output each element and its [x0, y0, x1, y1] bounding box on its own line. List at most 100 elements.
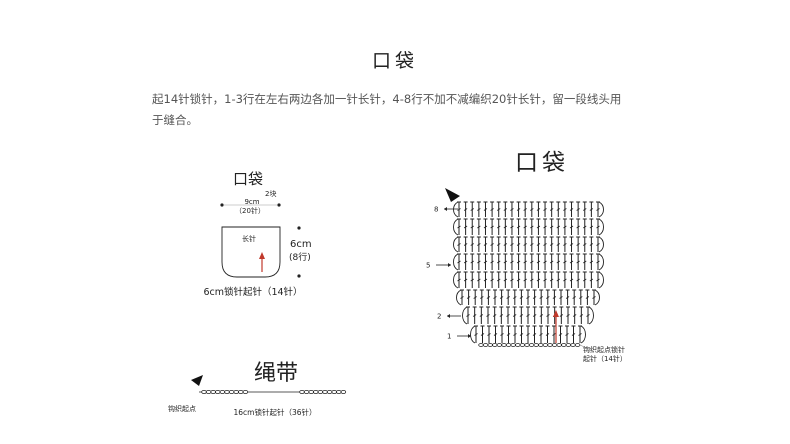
stitch-cross-bar: [543, 243, 547, 246]
foundation-chain-stitch: [561, 343, 567, 347]
stitch-cross-bar: [536, 243, 541, 246]
stitch-cross-bar: [556, 208, 561, 211]
chart-start-arrow: [445, 188, 460, 202]
stitch-cross-bar: [589, 260, 594, 264]
stitch-cross-bar: [566, 314, 570, 317]
stitch-cross-bar: [539, 296, 543, 299]
turning-chain-left: [453, 271, 459, 289]
stitch-cross-bar: [500, 333, 504, 336]
chart-rows: [453, 201, 604, 347]
stitch-cross-bar: [510, 225, 514, 229]
stitch-cross-bar: [496, 225, 501, 229]
stitch-cross-bar: [460, 296, 464, 299]
turning-chain-right: [598, 218, 604, 236]
stitch-cross-bar: [499, 314, 504, 317]
stitch-cross-bar: [473, 296, 477, 299]
foundation-chain-stitch: [574, 343, 581, 347]
stitch-cross-bar: [596, 208, 600, 211]
foundation-chain-stitch: [533, 343, 539, 347]
stitch-cross-bar: [543, 278, 547, 282]
stitch-cross-bar: [477, 260, 481, 264]
stitch-cross-bar: [536, 208, 541, 211]
stitch-cross-bar: [519, 296, 524, 299]
stitch-cross-bar: [486, 296, 491, 299]
foundation-chain-stitch: [570, 343, 576, 347]
stitch-cross-bar: [565, 296, 570, 299]
chart-direction-arrow-head: [553, 310, 559, 317]
stitch-cross-bar: [523, 243, 527, 246]
chain-stitch: [219, 389, 226, 394]
stitch-cross-bar: [506, 314, 510, 317]
stitch-cross-bar: [457, 260, 461, 264]
stitch-cross-bar: [496, 278, 501, 282]
chart-row: [453, 271, 604, 289]
strap-start-arrow: [191, 375, 203, 386]
stitch-cross-bar: [463, 208, 468, 211]
stitch-cross-bar: [576, 243, 580, 246]
chart-start-label-2: 起针（14针）: [583, 354, 627, 363]
chain-start-label: 6cm锁针起针（14针）: [203, 286, 302, 298]
stitch-cross-bar: [556, 278, 561, 282]
stitch-cross-bar: [490, 243, 494, 246]
stitch-cross-bar: [569, 243, 574, 246]
stitch-cross-bar: [457, 208, 461, 211]
height-label: 6cm: [290, 239, 312, 250]
stitch-cross-bar: [578, 333, 582, 336]
foundation-chain-stitch: [524, 343, 530, 347]
row-label-2: 2: [437, 313, 441, 321]
stitch-cross-bar: [539, 333, 543, 336]
chart-row: [453, 236, 604, 253]
chart-row: [453, 218, 604, 236]
pocket-chart-title: 口袋: [515, 150, 569, 176]
row-label-5: 5: [426, 262, 430, 270]
stitch-cross-bar: [530, 208, 534, 211]
stitch-cross-bar: [463, 243, 468, 246]
chain-stitch: [322, 389, 328, 394]
stitch-cross-bar: [583, 260, 587, 264]
stitch-cross-bar: [516, 225, 521, 229]
turning-chain-right: [598, 271, 604, 289]
chain-stitch: [326, 389, 333, 394]
foundation-chain-stitch: [482, 343, 489, 347]
chain-stitch: [210, 389, 216, 394]
stitch-cross-bar: [559, 314, 564, 317]
chain-stitch: [317, 389, 324, 394]
turning-chain-left: [456, 289, 462, 306]
stitch-cross-bar: [576, 225, 580, 229]
stitch-cross-bar: [526, 296, 530, 299]
pocket-schematic: 口袋 2块 9cm （20针） 长针 6cm (8行) 6cm锁针起针（14针）: [203, 170, 311, 298]
stitch-cross-bar: [457, 243, 461, 246]
stitch-cross-bar: [463, 260, 468, 264]
stitch-cross-bar: [523, 208, 527, 211]
row-arrow-head: [448, 263, 451, 267]
stitch-cross-bar: [474, 333, 478, 336]
stitch-cross-bar: [466, 296, 471, 299]
stitch-cross-bar: [523, 260, 527, 264]
stitch-cross-bar: [490, 208, 494, 211]
chain-stitch: [242, 389, 249, 394]
stitch-cross-bar: [477, 208, 481, 211]
stitch-cross-bar: [549, 260, 554, 264]
width-dot-right: [277, 203, 281, 207]
stitch-cross-bar: [596, 260, 600, 264]
page-title: 口袋: [371, 50, 418, 72]
stitch-cross-bar: [563, 208, 567, 211]
pocket-outline: [221, 226, 281, 278]
foundation-chain-stitch: [496, 343, 503, 347]
stitch-cross-bar: [569, 278, 574, 282]
stitch-cross-bar: [536, 278, 541, 282]
row-arrow-head: [468, 334, 471, 338]
stitch-cross-bar: [519, 333, 524, 336]
stitch-cross-bar: [549, 278, 554, 282]
stitch-cross-bar: [470, 260, 474, 264]
foundation-chain-stitch: [519, 343, 526, 347]
foundation-chain-stitch: [492, 343, 498, 347]
stitch-cross-bar: [477, 278, 481, 282]
stitch-cross-bar: [556, 260, 561, 264]
stitch-cross-bar: [596, 225, 600, 229]
stitch-cross-bar: [503, 225, 508, 229]
stitch-type-label: 长针: [242, 234, 256, 243]
stitch-cross-bar: [496, 260, 501, 264]
stitch-cross-bar: [503, 243, 508, 246]
